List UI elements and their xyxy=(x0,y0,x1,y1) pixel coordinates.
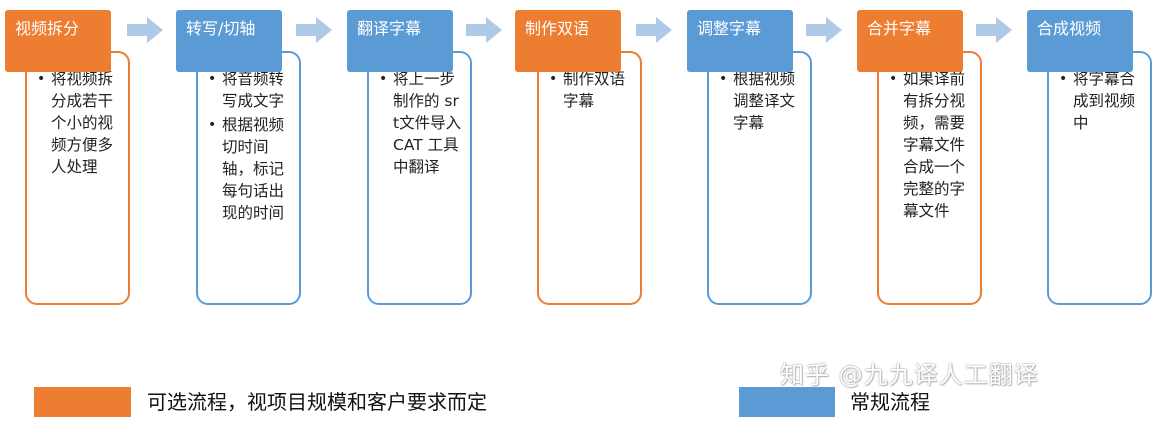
watermark: 知乎 @九九译人工翻译 xyxy=(780,361,1039,389)
step-card-6: •如果译前有拆分视频，需要字幕文件合成一个完整的字幕文件 xyxy=(877,51,982,305)
step-card-5: •根据视频调整译文字幕 xyxy=(707,51,812,305)
step-header-5: 调整字幕 xyxy=(687,10,793,72)
step-card-4: •制作双语字幕 xyxy=(537,51,642,305)
step-card-2: •将音频转写成文字 •根据视频切时间轴，标记每句话出现的时间 xyxy=(196,51,301,305)
step-7-title: 合成视频 xyxy=(1037,19,1102,38)
step-2-bullet-1: •将音频转写成文字 xyxy=(208,70,285,110)
right-arrow-icon xyxy=(466,17,502,43)
step-card-3: •将上一步制作的 srt文件导入CAT 工具中翻译 xyxy=(367,51,472,305)
step-6-title: 合并字幕 xyxy=(867,19,932,38)
step-4-title: 制作双语 xyxy=(525,19,590,38)
step-3-bullets: •将上一步制作的 srt文件导入CAT 工具中翻译 xyxy=(369,53,470,178)
right-arrow-icon xyxy=(296,17,332,43)
bullet-dot-icon: • xyxy=(889,71,898,87)
step-4-bullet-1: •制作双语字幕 xyxy=(549,70,626,110)
bullet-dot-icon: • xyxy=(1059,71,1068,87)
step-2-title: 转写/切轴 xyxy=(186,19,256,38)
step-5-title: 调整字幕 xyxy=(697,19,762,38)
step-card-7: •将字幕合成到视频中 xyxy=(1047,51,1152,305)
right-arrow-icon xyxy=(636,17,672,43)
step-3-bullet-1: •将上一步制作的 srt文件导入CAT 工具中翻译 xyxy=(379,70,462,176)
step-header-4: 制作双语 xyxy=(515,10,621,72)
step-header-1: 视频拆分 xyxy=(5,10,111,72)
step-card-1: •将视频拆分成若干个小的视频方便多人处理 xyxy=(25,51,130,305)
legend-swatch-optional xyxy=(34,387,131,417)
right-arrow-icon xyxy=(806,17,842,43)
step-2-bullet-2: •根据视频切时间轴，标记每句话出现的时间 xyxy=(208,116,285,222)
bullet-dot-icon: • xyxy=(719,71,728,87)
step-1-bullet-1: •将视频拆分成若干个小的视频方便多人处理 xyxy=(37,70,114,176)
step-header-3: 翻译字幕 xyxy=(347,10,453,72)
step-header-7: 合成视频 xyxy=(1027,10,1133,72)
step-5-bullet-1: •根据视频调整译文字幕 xyxy=(719,70,796,132)
step-7-bullet-1: •将字幕合成到视频中 xyxy=(1059,70,1136,132)
bullet-dot-icon: • xyxy=(208,117,217,133)
bullet-dot-icon: • xyxy=(37,71,46,87)
step-1-title: 视频拆分 xyxy=(15,19,80,38)
legend-label-optional: 可选流程，视项目规模和客户要求而定 xyxy=(147,390,487,414)
bullet-dot-icon: • xyxy=(379,71,388,87)
step-header-2: 转写/切轴 xyxy=(176,10,282,72)
step-2-bullets: •将音频转写成文字 •根据视频切时间轴，标记每句话出现的时间 xyxy=(198,53,299,224)
step-1-bullets: •将视频拆分成若干个小的视频方便多人处理 xyxy=(27,53,128,178)
step-5-bullets: •根据视频调整译文字幕 xyxy=(709,53,810,134)
legend-label-regular: 常规流程 xyxy=(850,390,930,414)
right-arrow-icon xyxy=(127,17,163,43)
step-6-bullet-1: •如果译前有拆分视频，需要字幕文件合成一个完整的字幕文件 xyxy=(889,70,966,220)
step-4-bullets: •制作双语字幕 xyxy=(539,53,640,112)
bullet-dot-icon: • xyxy=(208,71,217,87)
bullet-dot-icon: • xyxy=(549,71,558,87)
legend-swatch-regular xyxy=(739,387,835,417)
step-header-6: 合并字幕 xyxy=(857,10,963,72)
right-arrow-icon xyxy=(976,17,1012,43)
step-7-bullets: •将字幕合成到视频中 xyxy=(1049,53,1150,134)
step-3-title: 翻译字幕 xyxy=(357,19,422,38)
step-6-bullets: •如果译前有拆分视频，需要字幕文件合成一个完整的字幕文件 xyxy=(879,53,980,222)
